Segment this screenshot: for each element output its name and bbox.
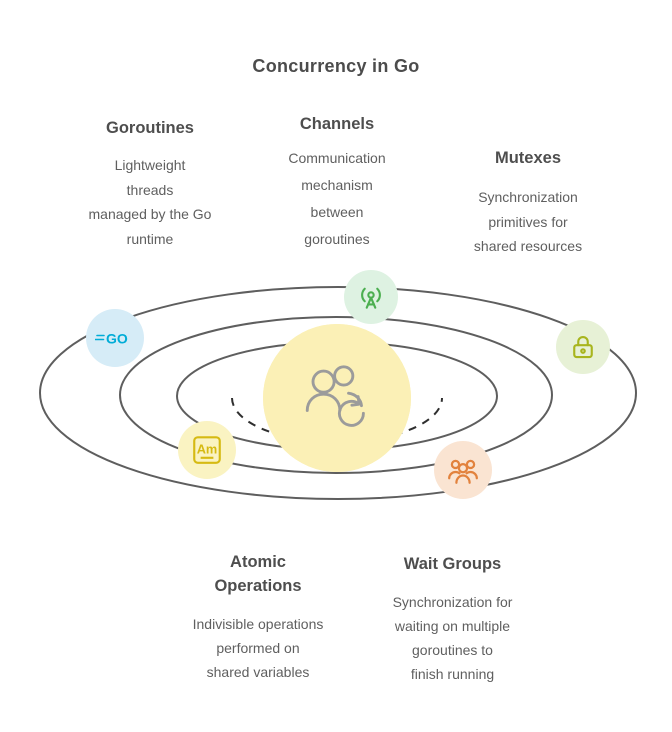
body-line: Synchronization for — [392, 594, 513, 610]
go-node: GO — [86, 309, 144, 367]
heading-line: Operations — [214, 577, 302, 595]
topic-atomic-body: Indivisible operations performed on shar… — [163, 612, 353, 684]
topic-mutexes-body: Synchronization primitives for shared re… — [428, 185, 628, 259]
body-line: performed on — [216, 640, 300, 656]
lock-icon — [573, 336, 593, 359]
body-line: goroutines to — [412, 642, 493, 658]
team-icon — [448, 459, 478, 484]
topic-goroutines-heading: Goroutines — [105, 119, 194, 137]
body-line: waiting on multiple — [394, 618, 511, 634]
body-line: between — [310, 204, 364, 220]
topic-channels-heading: Channels — [299, 115, 375, 133]
broadcast-node — [344, 270, 398, 324]
body-line: Indivisible operations — [192, 616, 324, 632]
center-node — [263, 324, 411, 472]
body-line: primitives for — [488, 213, 568, 230]
topic-waitgroups-body: Synchronization for waiting on multiple … — [355, 590, 550, 686]
team-node — [434, 441, 492, 499]
topic-channels: Channels Communication mechanism between… — [242, 112, 432, 253]
middle-orbit — [119, 316, 553, 474]
people-sync-icon — [305, 365, 365, 427]
topic-mutexes: Mutexes Synchronization primitives for s… — [428, 146, 628, 259]
body-line: Lightweight — [114, 157, 186, 173]
go-logo-text: GO — [106, 331, 128, 347]
body-line: runtime — [126, 230, 174, 247]
body-line: Communication — [288, 150, 386, 166]
element-am-icon: Am — [193, 436, 221, 464]
atomic-node: Am — [178, 421, 236, 479]
topic-wait-groups: Wait Groups Synchronization for waiting … — [355, 552, 550, 686]
body-line: goroutines — [304, 231, 370, 247]
body-line: shared variables — [206, 664, 310, 680]
topic-mutexes-heading: Mutexes — [494, 149, 562, 167]
go-logo-icon: GO — [95, 331, 128, 347]
heading-line: Atomic — [230, 553, 286, 571]
diagram-title: Concurrency in Go — [252, 56, 420, 76]
topic-channels-body: Communication mechanism between goroutin… — [242, 145, 432, 253]
body-line: Synchronization — [478, 189, 578, 205]
topic-goroutines-body: Lightweight threads managed by the Go ru… — [55, 153, 245, 251]
body-line: threads — [126, 181, 174, 198]
topic-goroutines: Goroutines Lightweight threads managed b… — [55, 116, 245, 251]
topic-waitgroups-heading: Wait Groups — [403, 555, 502, 573]
body-line: finish running — [410, 666, 495, 682]
topic-atomic-heading: Atomic Operations — [163, 550, 353, 598]
body-line: shared resources — [473, 238, 583, 254]
lock-node — [556, 320, 610, 374]
broadcast-icon — [361, 287, 381, 309]
topic-atomic-operations: Atomic Operations Indivisible operations… — [163, 550, 353, 684]
element-am-text: Am — [197, 442, 218, 457]
body-line: managed by the Go — [88, 206, 212, 222]
body-line: mechanism — [301, 177, 373, 193]
outer-orbit — [39, 286, 637, 500]
